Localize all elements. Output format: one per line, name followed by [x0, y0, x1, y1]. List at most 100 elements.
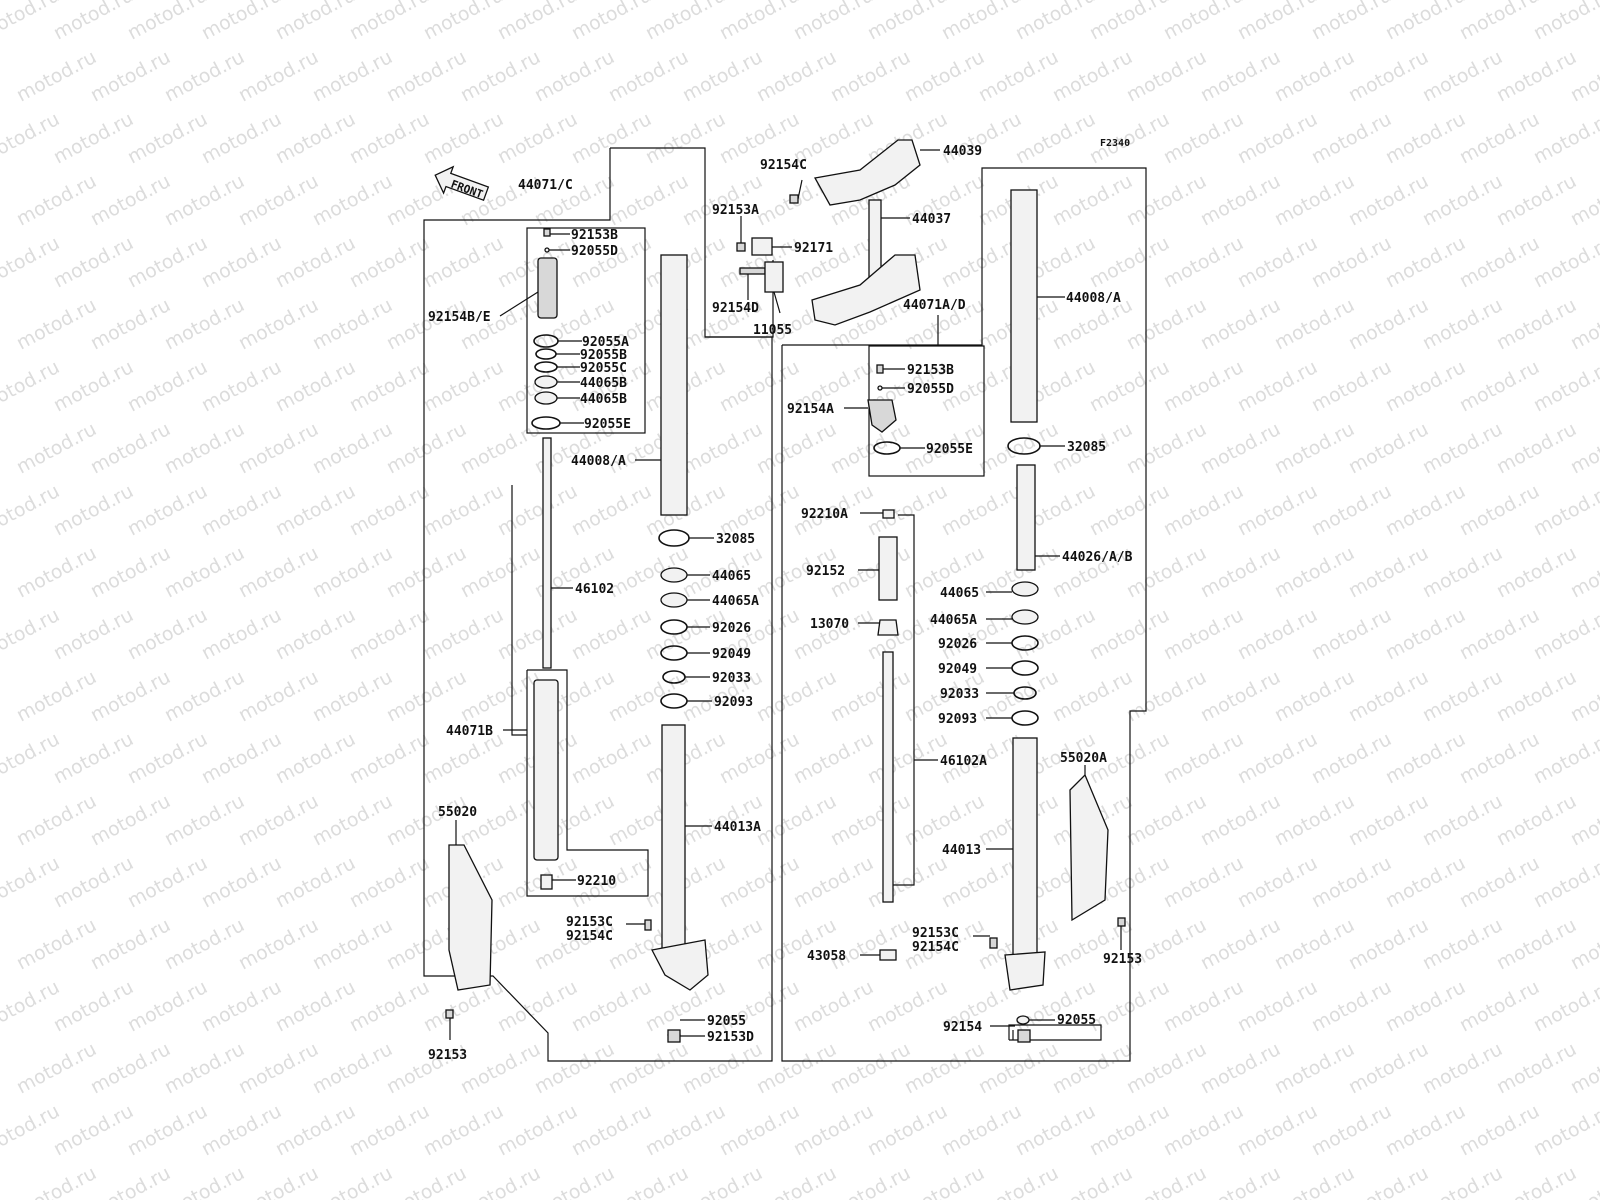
watermark-text: motod.ru [1086, 604, 1173, 664]
oring-92055d-right-part [877, 385, 883, 391]
watermark-text: motod.ru [1123, 418, 1210, 478]
inner-tube-44008a-left-part [660, 254, 688, 516]
watermark-text: motod.ru [13, 1038, 100, 1098]
watermark-text: motod.ru [0, 1100, 63, 1160]
watermark-text: motod.ru [605, 1162, 692, 1200]
cartridge-44071b-part [533, 679, 559, 861]
cap-92154a-part [867, 399, 897, 433]
watermark-text: motod.ru [124, 976, 211, 1036]
watermark-text: motod.ru [1308, 232, 1395, 292]
watermark-text: motod.ru [420, 604, 507, 664]
watermark-text: motod.ru [346, 976, 433, 1036]
watermark-text: motod.ru [1086, 356, 1173, 416]
watermark-text: motod.ru [1049, 1162, 1136, 1200]
watermark-text: motod.ru [87, 418, 174, 478]
watermark-text: motod.ru [346, 1100, 433, 1160]
watermark-text: motod.ru [1345, 542, 1432, 602]
watermark-text: motod.ru [309, 170, 396, 230]
watermark-text: motod.ru [161, 1038, 248, 1098]
watermark-text: motod.ru [1345, 170, 1432, 230]
watermark-text: motod.ru [1197, 46, 1284, 106]
label-92154c-left: 92154C [566, 929, 613, 944]
watermark-text: motod.ru [1493, 1038, 1580, 1098]
watermark-text: motod.ru [753, 418, 840, 478]
watermark-text: motod.ru [1419, 1162, 1506, 1200]
watermark-text: motod.ru [50, 1100, 137, 1160]
seal-92093-right-part [1011, 710, 1039, 726]
watermark-text: motod.ru [272, 852, 359, 912]
label-92093-right: 92093 [938, 712, 977, 727]
watermark-text: motod.ru [1271, 666, 1358, 726]
watermark-text: motod.ru [1271, 542, 1358, 602]
watermark-text: motod.ru [1271, 46, 1358, 106]
rod-46102-part [542, 437, 552, 669]
watermark-text: motod.ru [124, 356, 211, 416]
watermark-text: motod.ru [13, 790, 100, 850]
watermark-text: motod.ru [1271, 914, 1358, 974]
watermark-text: motod.ru [383, 46, 470, 106]
watermark-text: motod.ru [235, 1162, 322, 1200]
watermark-text: motod.ru [1308, 1100, 1395, 1160]
watermark-text: motod.ru [1123, 790, 1210, 850]
watermark-text: motod.ru [1234, 356, 1321, 416]
bush-44065b-2-part [534, 391, 558, 405]
label-92153-left: 92153 [428, 1048, 467, 1063]
label-55020: 55020 [438, 805, 477, 820]
label-44065b-1: 44065B [580, 376, 627, 391]
watermark-text: motod.ru [1308, 604, 1395, 664]
watermark-text: motod.ru [568, 604, 655, 664]
bolt-92154c-top-part [789, 194, 799, 204]
watermark-text: motod.ru [0, 604, 63, 664]
watermark-text: motod.ru [13, 170, 100, 230]
watermark-text: motod.ru [1419, 542, 1506, 602]
bolt-92153c-left-part [644, 919, 652, 931]
watermark-text: motod.ru [457, 666, 544, 726]
watermark-text: motod.ru [1160, 356, 1247, 416]
watermark-text: motod.ru [383, 666, 470, 726]
watermark-text: motod.ru [1234, 852, 1321, 912]
watermark-text: motod.ru [642, 1100, 729, 1160]
watermark-text: motod.ru [346, 852, 433, 912]
label-92153-right: 92153 [1103, 952, 1142, 967]
watermark-text: motod.ru [679, 1162, 766, 1200]
watermark-text: motod.ru [346, 0, 433, 44]
watermark-text: motod.ru [309, 1038, 396, 1098]
watermark-text: motod.ru [1308, 108, 1395, 168]
watermark-text: motod.ru [1271, 170, 1358, 230]
label-44065a-left: 44065A [712, 594, 759, 609]
watermark-text: motod.ru [1160, 976, 1247, 1036]
watermark-text: motod.ru [605, 46, 692, 106]
watermark-text: motod.ru [87, 1038, 174, 1098]
watermark-text: motod.ru [235, 666, 322, 726]
watermark-text: motod.ru [383, 542, 470, 602]
label-92055c: 92055C [580, 361, 627, 376]
clamp-92171-part [751, 237, 773, 256]
watermark-text: motod.ru [975, 666, 1062, 726]
watermark-text: motod.ru [1345, 418, 1432, 478]
label-55020a: 55020A [1060, 751, 1107, 766]
watermark-text: motod.ru [1493, 46, 1580, 106]
watermark-text: motod.ru [494, 852, 581, 912]
label-92153c-right: 92153C [912, 926, 959, 941]
watermark-text: motod.ru [1160, 852, 1247, 912]
label-92033-right: 92033 [940, 687, 979, 702]
figure-code: F2340 [1100, 138, 1130, 149]
bolt-92154d-part [739, 267, 766, 275]
watermark-text: motod.ru [1086, 1100, 1173, 1160]
watermark-text: motod.ru [1345, 790, 1432, 850]
watermark-text: motod.ru [1160, 232, 1247, 292]
watermark-text: motod.ru [1308, 852, 1395, 912]
watermark-text: motod.ru [1382, 728, 1469, 788]
watermark-text: motod.ru [1308, 976, 1395, 1036]
watermark-text: motod.ru [272, 232, 359, 292]
watermark-text: motod.ru [1493, 170, 1580, 230]
watermark-text: motod.ru [531, 1162, 618, 1200]
watermark-text: motod.ru [124, 1100, 211, 1160]
watermark-text: motod.ru [420, 232, 507, 292]
watermark-text: motod.ru [679, 170, 766, 230]
watermark-text: motod.ru [901, 46, 988, 106]
label-44037: 44037 [912, 212, 951, 227]
watermark-text: motod.ru [272, 728, 359, 788]
piece-13070-part [877, 619, 899, 636]
watermark-text: motod.ru [50, 480, 137, 540]
